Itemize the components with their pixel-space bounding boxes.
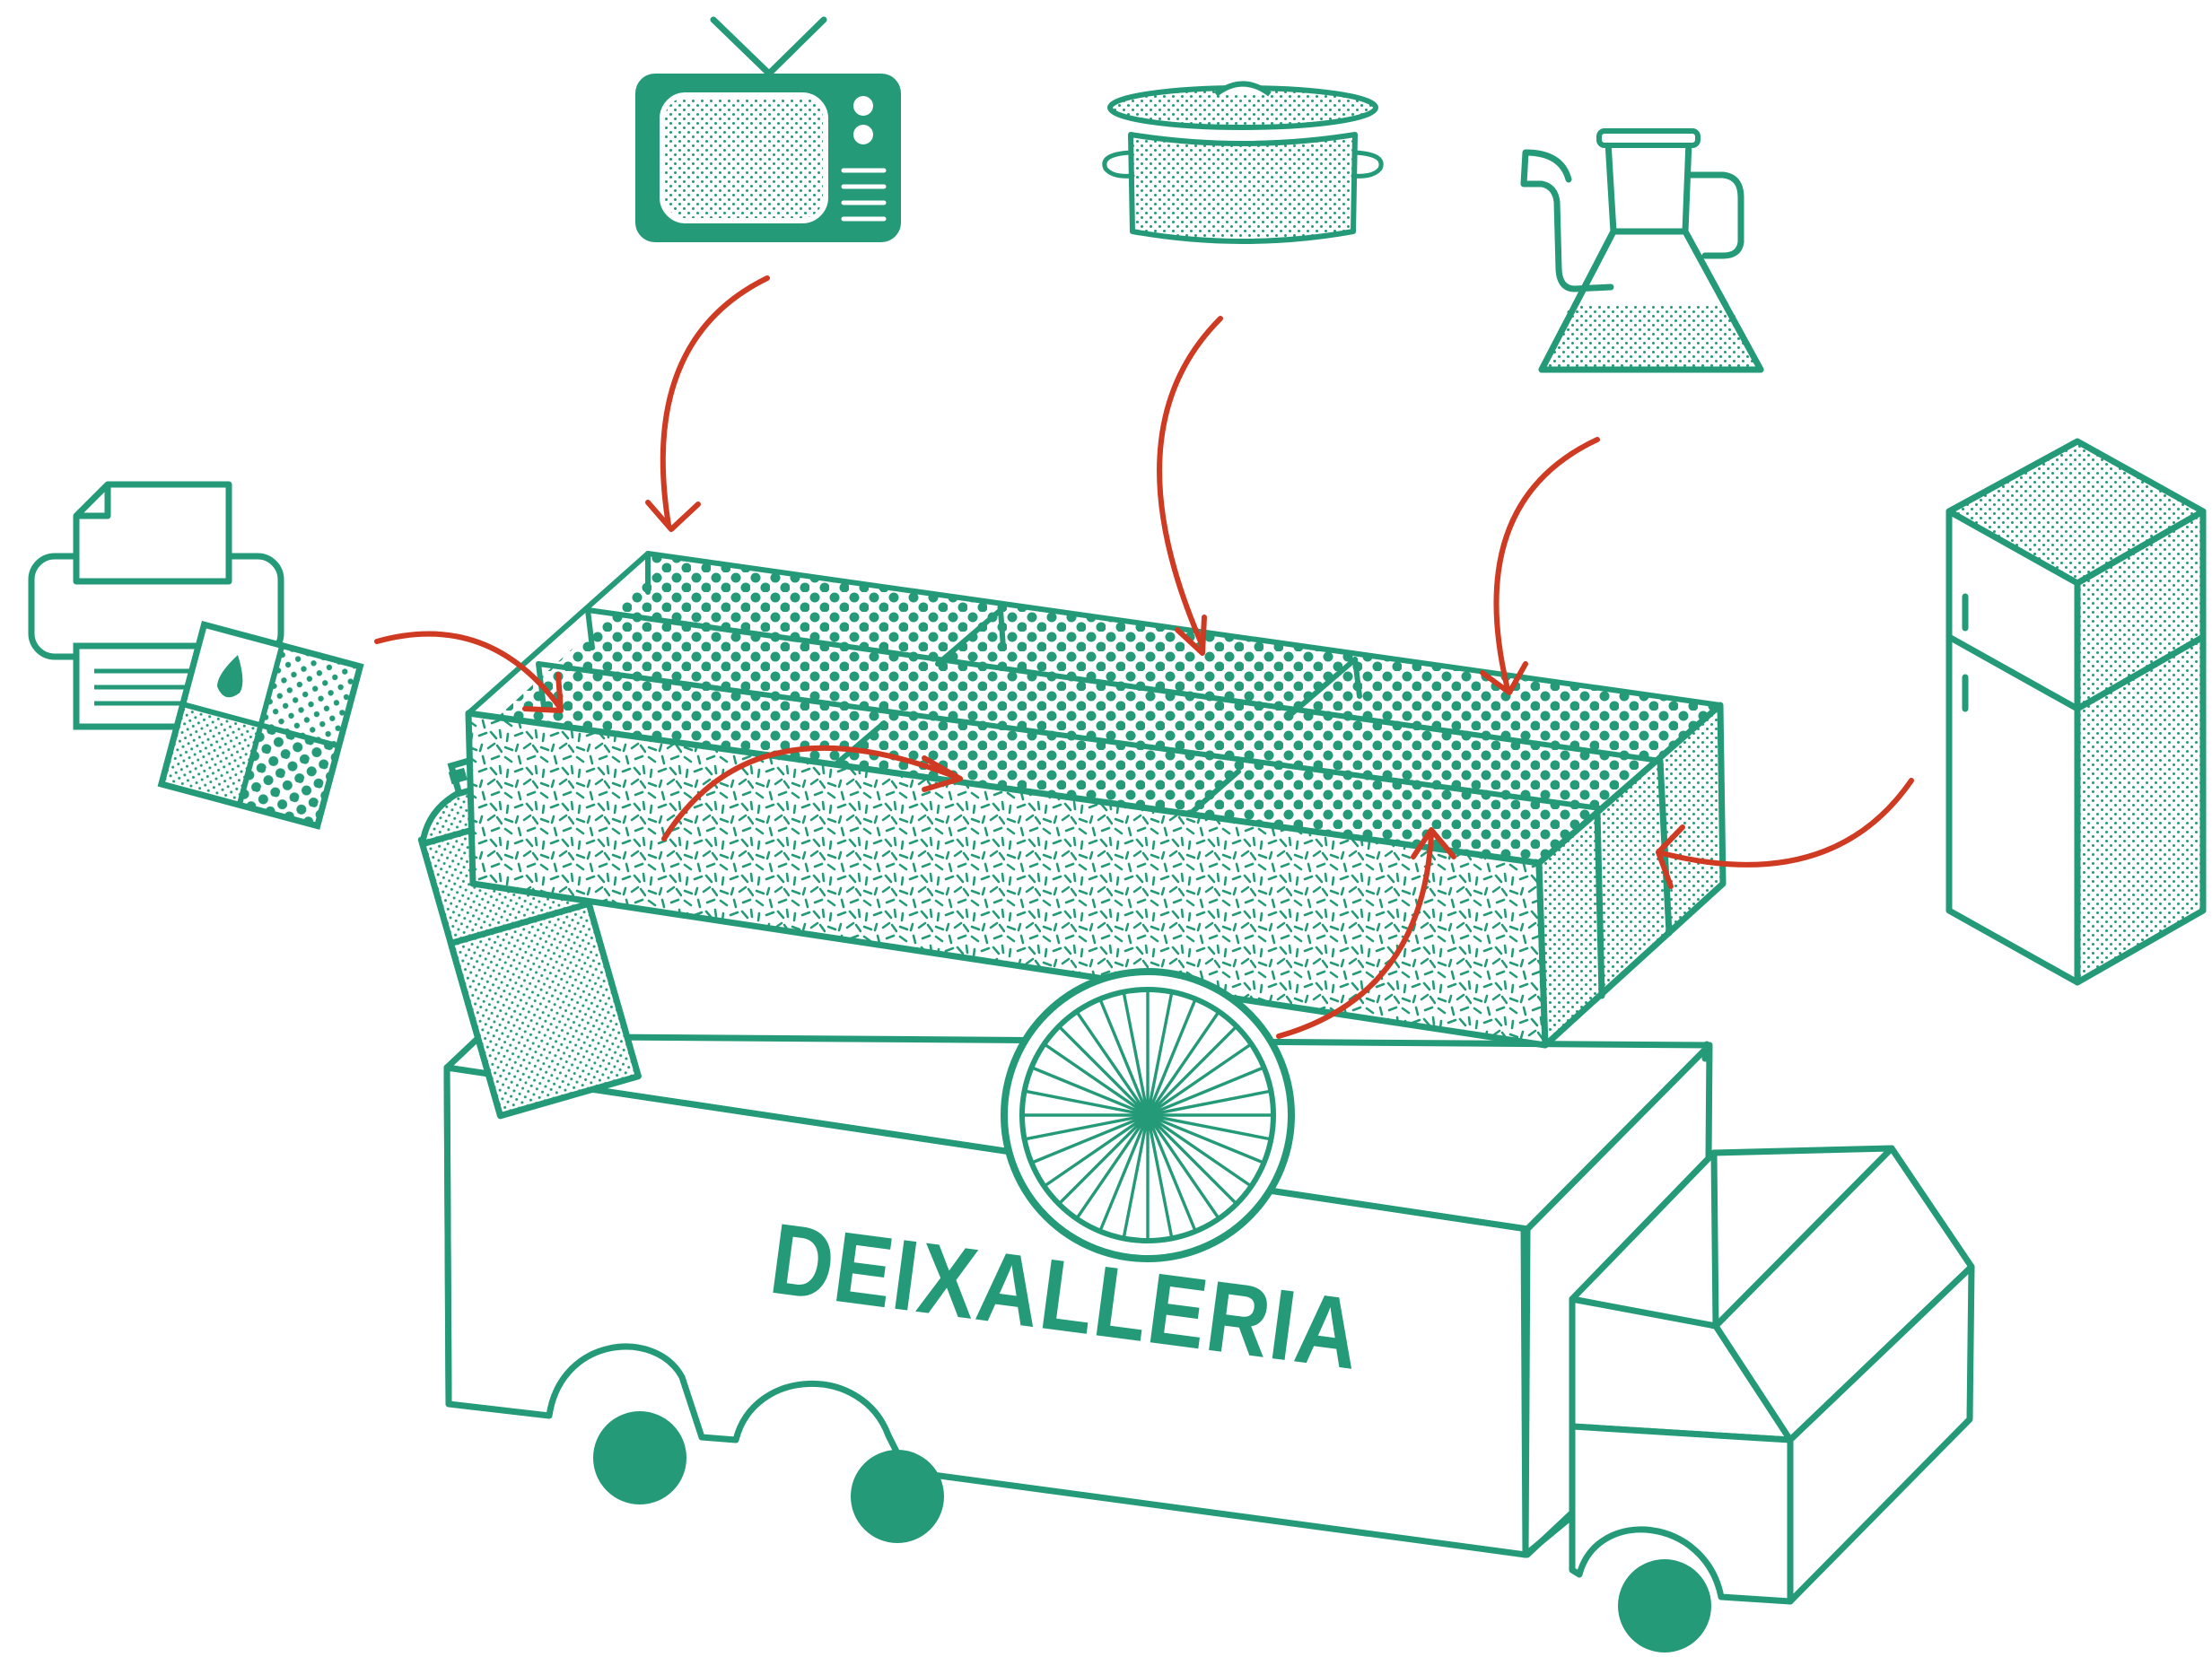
truck-wheel-rear	[593, 1411, 686, 1504]
truck-wheel-middle	[851, 1450, 944, 1543]
television-icon	[635, 20, 901, 242]
cooking-pot-icon	[1105, 84, 1381, 242]
sorting-container	[468, 554, 1723, 1045]
refrigerator-icon	[1949, 441, 2203, 982]
oil-can-icon	[1524, 131, 1761, 370]
bicycle-wheel-icon	[1004, 972, 1291, 1259]
truck-wheel-front	[1618, 1559, 1711, 1653]
